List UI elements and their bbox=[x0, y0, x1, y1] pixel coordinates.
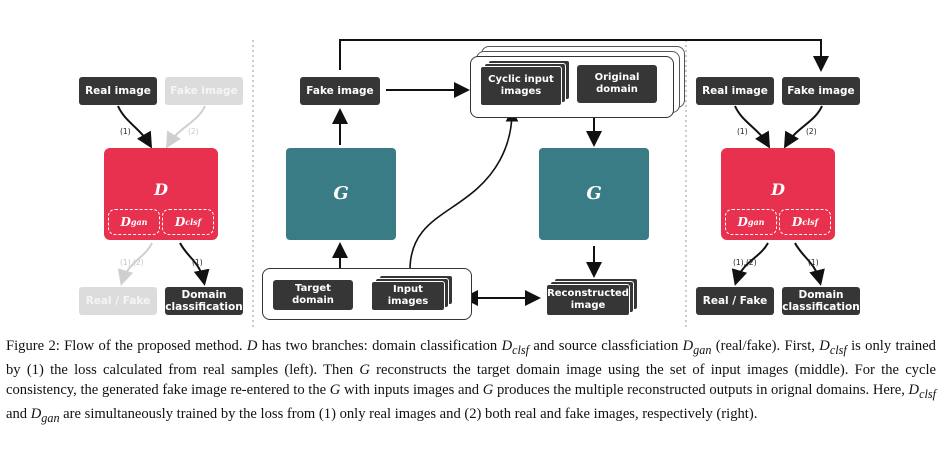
right-path-bottom-right-label: (1) bbox=[808, 258, 819, 267]
cyclic-input-images-label: Cyclic input images bbox=[488, 74, 554, 97]
cyclic-input-images-box: Cyclic input images bbox=[480, 66, 562, 106]
reconstructed-image-label: Reconstructed image bbox=[547, 288, 629, 311]
left-d-clsf-sub: clsf bbox=[185, 217, 202, 227]
left-real-fake-box: Real / Fake bbox=[79, 287, 157, 315]
figure-caption: Figure 2: Flow of the proposed method. D… bbox=[6, 338, 936, 425]
left-d-gan-sub: gan bbox=[130, 217, 148, 227]
left-path-bottom-left-label: (1),(2) bbox=[120, 258, 144, 267]
right-arrow-d-to-domain bbox=[794, 242, 825, 286]
right-arrow-fake-to-d bbox=[783, 105, 823, 149]
arrow-input-to-cyclic bbox=[409, 108, 519, 271]
right-fake-image-box: Fake image bbox=[782, 77, 860, 105]
arrow-loop-to-right-fake bbox=[339, 39, 829, 72]
original-domain-box: Original domain bbox=[577, 65, 657, 103]
left-d-label: D bbox=[154, 180, 168, 199]
left-arrow-d-to-domain bbox=[179, 242, 210, 286]
input-images-label: Input images bbox=[387, 284, 429, 307]
target-domain-label: Target domain bbox=[292, 283, 334, 306]
left-d-gan-label: D bbox=[120, 215, 131, 229]
right-d-gan-label: D bbox=[737, 215, 748, 229]
cyclic-input-stack: Cyclic input images bbox=[480, 60, 570, 108]
middle-g-left-label: G bbox=[333, 183, 349, 204]
reconstructed-image-box: Reconstructed image bbox=[546, 284, 630, 316]
right-fake-image-label: Fake image bbox=[787, 85, 855, 97]
middle-fake-image-box: Fake image bbox=[300, 77, 380, 105]
right-d-gan-sub: gan bbox=[747, 217, 765, 227]
left-domain-classification-label: Domain classification bbox=[165, 289, 243, 313]
right-real-fake-box: Real / Fake bbox=[696, 287, 774, 315]
input-images-box: Input images bbox=[371, 281, 445, 311]
right-real-image-label: Real image bbox=[702, 85, 768, 97]
cyclic-frame: Cyclic input images Original domain bbox=[470, 56, 674, 118]
left-path1-label: (1) bbox=[120, 127, 131, 136]
right-path-bottom-left-label: (1),(2) bbox=[733, 258, 757, 267]
left-arrow-d-to-realfake bbox=[117, 242, 153, 286]
right-domain-classification-box: Domain classification bbox=[782, 287, 860, 315]
right-domain-classification-label: Domain classification bbox=[782, 289, 860, 313]
left-real-fake-label: Real / Fake bbox=[85, 295, 151, 307]
left-arrow-fake-to-d bbox=[165, 105, 206, 149]
left-d-clsf-label: D bbox=[174, 215, 186, 229]
target-domain-box: Target domain bbox=[273, 280, 353, 310]
reconstructed-stack: Reconstructed image bbox=[546, 278, 646, 320]
right-path1-label: (1) bbox=[737, 127, 748, 136]
right-path2-label: (2) bbox=[806, 127, 817, 136]
left-fake-image-box: Fake image bbox=[165, 77, 243, 105]
right-real-fake-label: Real / Fake bbox=[702, 295, 768, 307]
input-frame: Target domain Input images bbox=[262, 268, 472, 320]
right-d-label: D bbox=[771, 180, 785, 199]
right-arrow-real-to-d bbox=[734, 105, 771, 149]
right-arrow-d-to-realfake bbox=[731, 242, 769, 286]
left-real-image-label: Real image bbox=[85, 85, 151, 97]
middle-g-right-label: G bbox=[586, 183, 602, 204]
left-real-image-box: Real image bbox=[79, 77, 157, 105]
right-real-image-box: Real image bbox=[696, 77, 774, 105]
input-images-stack: Input images bbox=[371, 275, 461, 315]
left-arrow-real-to-d bbox=[117, 105, 153, 149]
left-path-bottom-right-label: (1) bbox=[192, 258, 203, 267]
original-domain-label: Original domain bbox=[594, 72, 640, 95]
middle-fake-image-label: Fake image bbox=[306, 85, 374, 97]
arrows-layer bbox=[117, 39, 829, 328]
left-domain-classification-box: Domain classification bbox=[165, 287, 243, 315]
middle-generator-left: G bbox=[286, 148, 396, 240]
right-d-clsf-label: D bbox=[791, 215, 803, 229]
left-fake-image-label: Fake image bbox=[170, 85, 238, 97]
right-d-clsf-sub: clsf bbox=[802, 217, 819, 227]
middle-generator-right: G bbox=[539, 148, 649, 240]
left-path2-label: (2) bbox=[188, 127, 199, 136]
